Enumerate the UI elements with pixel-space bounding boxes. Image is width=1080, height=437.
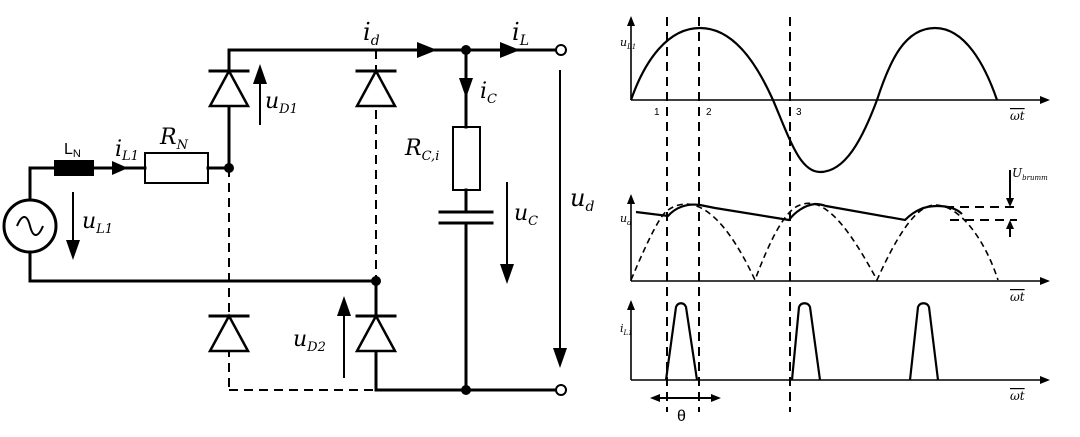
marker-2-label: 2 bbox=[706, 107, 712, 118]
source-voltage-label: uL1 bbox=[82, 209, 113, 237]
ripple-dim-arrow-bottom bbox=[1006, 220, 1014, 229]
cap-current-label: iC bbox=[480, 79, 497, 107]
conduction-angle-arrow-right bbox=[711, 394, 721, 402]
current-pulse-1 bbox=[664, 302, 699, 381]
conduction-angle-label: θ bbox=[677, 408, 686, 425]
output-terminal-top bbox=[555, 44, 567, 56]
output-terminal-bottom bbox=[555, 384, 567, 396]
load-current-arrow bbox=[500, 42, 520, 58]
mid-y-label: ud bbox=[620, 212, 632, 227]
diode-d1 bbox=[207, 68, 251, 108]
diode-voltage-1-label: uD1 bbox=[265, 89, 298, 117]
capacitor-symbol bbox=[438, 210, 494, 225]
source-current-label: iL1 bbox=[115, 137, 139, 164]
dc-current-label: id bbox=[363, 18, 380, 49]
diode-d3 bbox=[207, 313, 251, 353]
source-resistor-label: RN bbox=[159, 125, 189, 153]
inductor-label: LN bbox=[64, 141, 81, 160]
load-current-label: iL bbox=[512, 18, 529, 49]
cap-current-arrow bbox=[459, 78, 473, 98]
source-current-arrow bbox=[112, 161, 128, 175]
ripple-label: Ubrumm bbox=[1012, 166, 1048, 182]
cap-resistor-symbol bbox=[452, 126, 481, 191]
mid-x-label: ωt bbox=[1010, 290, 1025, 304]
cap-voltage-label: uC bbox=[514, 201, 538, 229]
current-pulse-2 bbox=[790, 302, 822, 381]
output-voltage-label: ud bbox=[570, 184, 594, 215]
marker-1-label: 1 bbox=[654, 107, 660, 118]
top-y-label: uL1 bbox=[620, 36, 636, 51]
top-x-arrow bbox=[1040, 96, 1050, 104]
cap-voltage-arrow bbox=[500, 264, 514, 284]
mid-y-arrow bbox=[627, 194, 635, 204]
marker-3-label: 3 bbox=[796, 107, 802, 118]
bottom-x-arrow bbox=[1040, 376, 1050, 384]
inductor-symbol bbox=[54, 160, 94, 176]
output-voltage-arrow bbox=[553, 348, 567, 368]
rectified-dashed-curve bbox=[630, 202, 999, 283]
diode-d2 bbox=[354, 68, 398, 108]
top-y-arrow bbox=[627, 16, 635, 26]
source-voltage-arrow bbox=[66, 240, 80, 260]
diode-voltage-1-arrow bbox=[253, 64, 267, 84]
cap-resistance-label: RC,i bbox=[404, 136, 439, 164]
ripple-dim-arrow-top bbox=[1006, 198, 1014, 207]
source-resistor-symbol bbox=[144, 152, 209, 184]
current-pulse-3 bbox=[908, 302, 940, 381]
dc-current-arrow bbox=[417, 42, 437, 58]
circuit-schematic: LN iL1 RN uL1 uD1 id i bbox=[2, 18, 594, 396]
bottom-y-arrow bbox=[627, 300, 635, 310]
conduction-angle-arrow-left bbox=[650, 394, 660, 402]
diode-d4 bbox=[354, 313, 398, 353]
diode-voltage-2-label: uD2 bbox=[293, 327, 326, 355]
diode-voltage-2-arrow bbox=[337, 296, 351, 316]
ac-source-symbol bbox=[2, 198, 58, 254]
waveform-panels: uL1 ωt 1 2 3 ud ωt Ubrumm iL1 ωt bbox=[620, 16, 1050, 425]
mid-x-arrow bbox=[1040, 277, 1050, 285]
source-voltage-curve bbox=[629, 26, 999, 174]
top-x-label: ωt bbox=[1010, 109, 1025, 123]
bottom-y-label: iL1 bbox=[620, 322, 633, 337]
bottom-x-label: ωt bbox=[1010, 389, 1025, 403]
